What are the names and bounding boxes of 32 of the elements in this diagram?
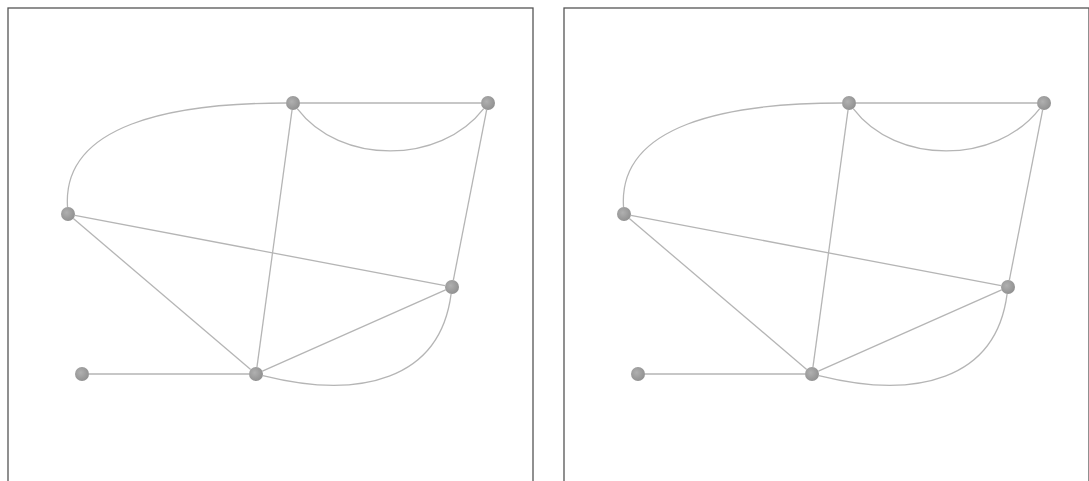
connector-line	[88, 373, 250, 375]
vertex-dot	[445, 280, 459, 294]
vertex-dot	[1037, 96, 1051, 110]
vertex-dot	[842, 96, 856, 110]
vertex-dot	[1001, 280, 1015, 294]
connector-line	[630, 214, 1002, 287]
vertex-dot	[249, 367, 263, 381]
vertex-dot	[631, 367, 645, 381]
connector-line	[72, 217, 252, 371]
connector-line	[299, 102, 482, 104]
connector-line	[66, 102, 287, 208]
connector-line	[817, 289, 1003, 372]
vertex-dot	[75, 367, 89, 381]
connector-line	[644, 373, 806, 375]
vertex-dot	[286, 96, 300, 110]
connector-line	[855, 102, 1038, 104]
connector-line	[256, 109, 293, 368]
connector-line	[452, 109, 488, 281]
vertex-dot	[61, 207, 75, 221]
vertex-dot	[617, 207, 631, 221]
connector-line	[812, 109, 849, 368]
connector-line	[628, 217, 808, 371]
connector-line	[74, 214, 446, 287]
connector-line	[1008, 109, 1044, 281]
connector-line	[262, 293, 452, 386]
connector-line	[296, 107, 485, 152]
connector-line	[261, 289, 447, 372]
connector-line	[818, 293, 1008, 386]
vertex-dot	[481, 96, 495, 110]
connector-line	[852, 107, 1041, 152]
connector-line	[622, 102, 843, 208]
vertex-dot	[805, 367, 819, 381]
